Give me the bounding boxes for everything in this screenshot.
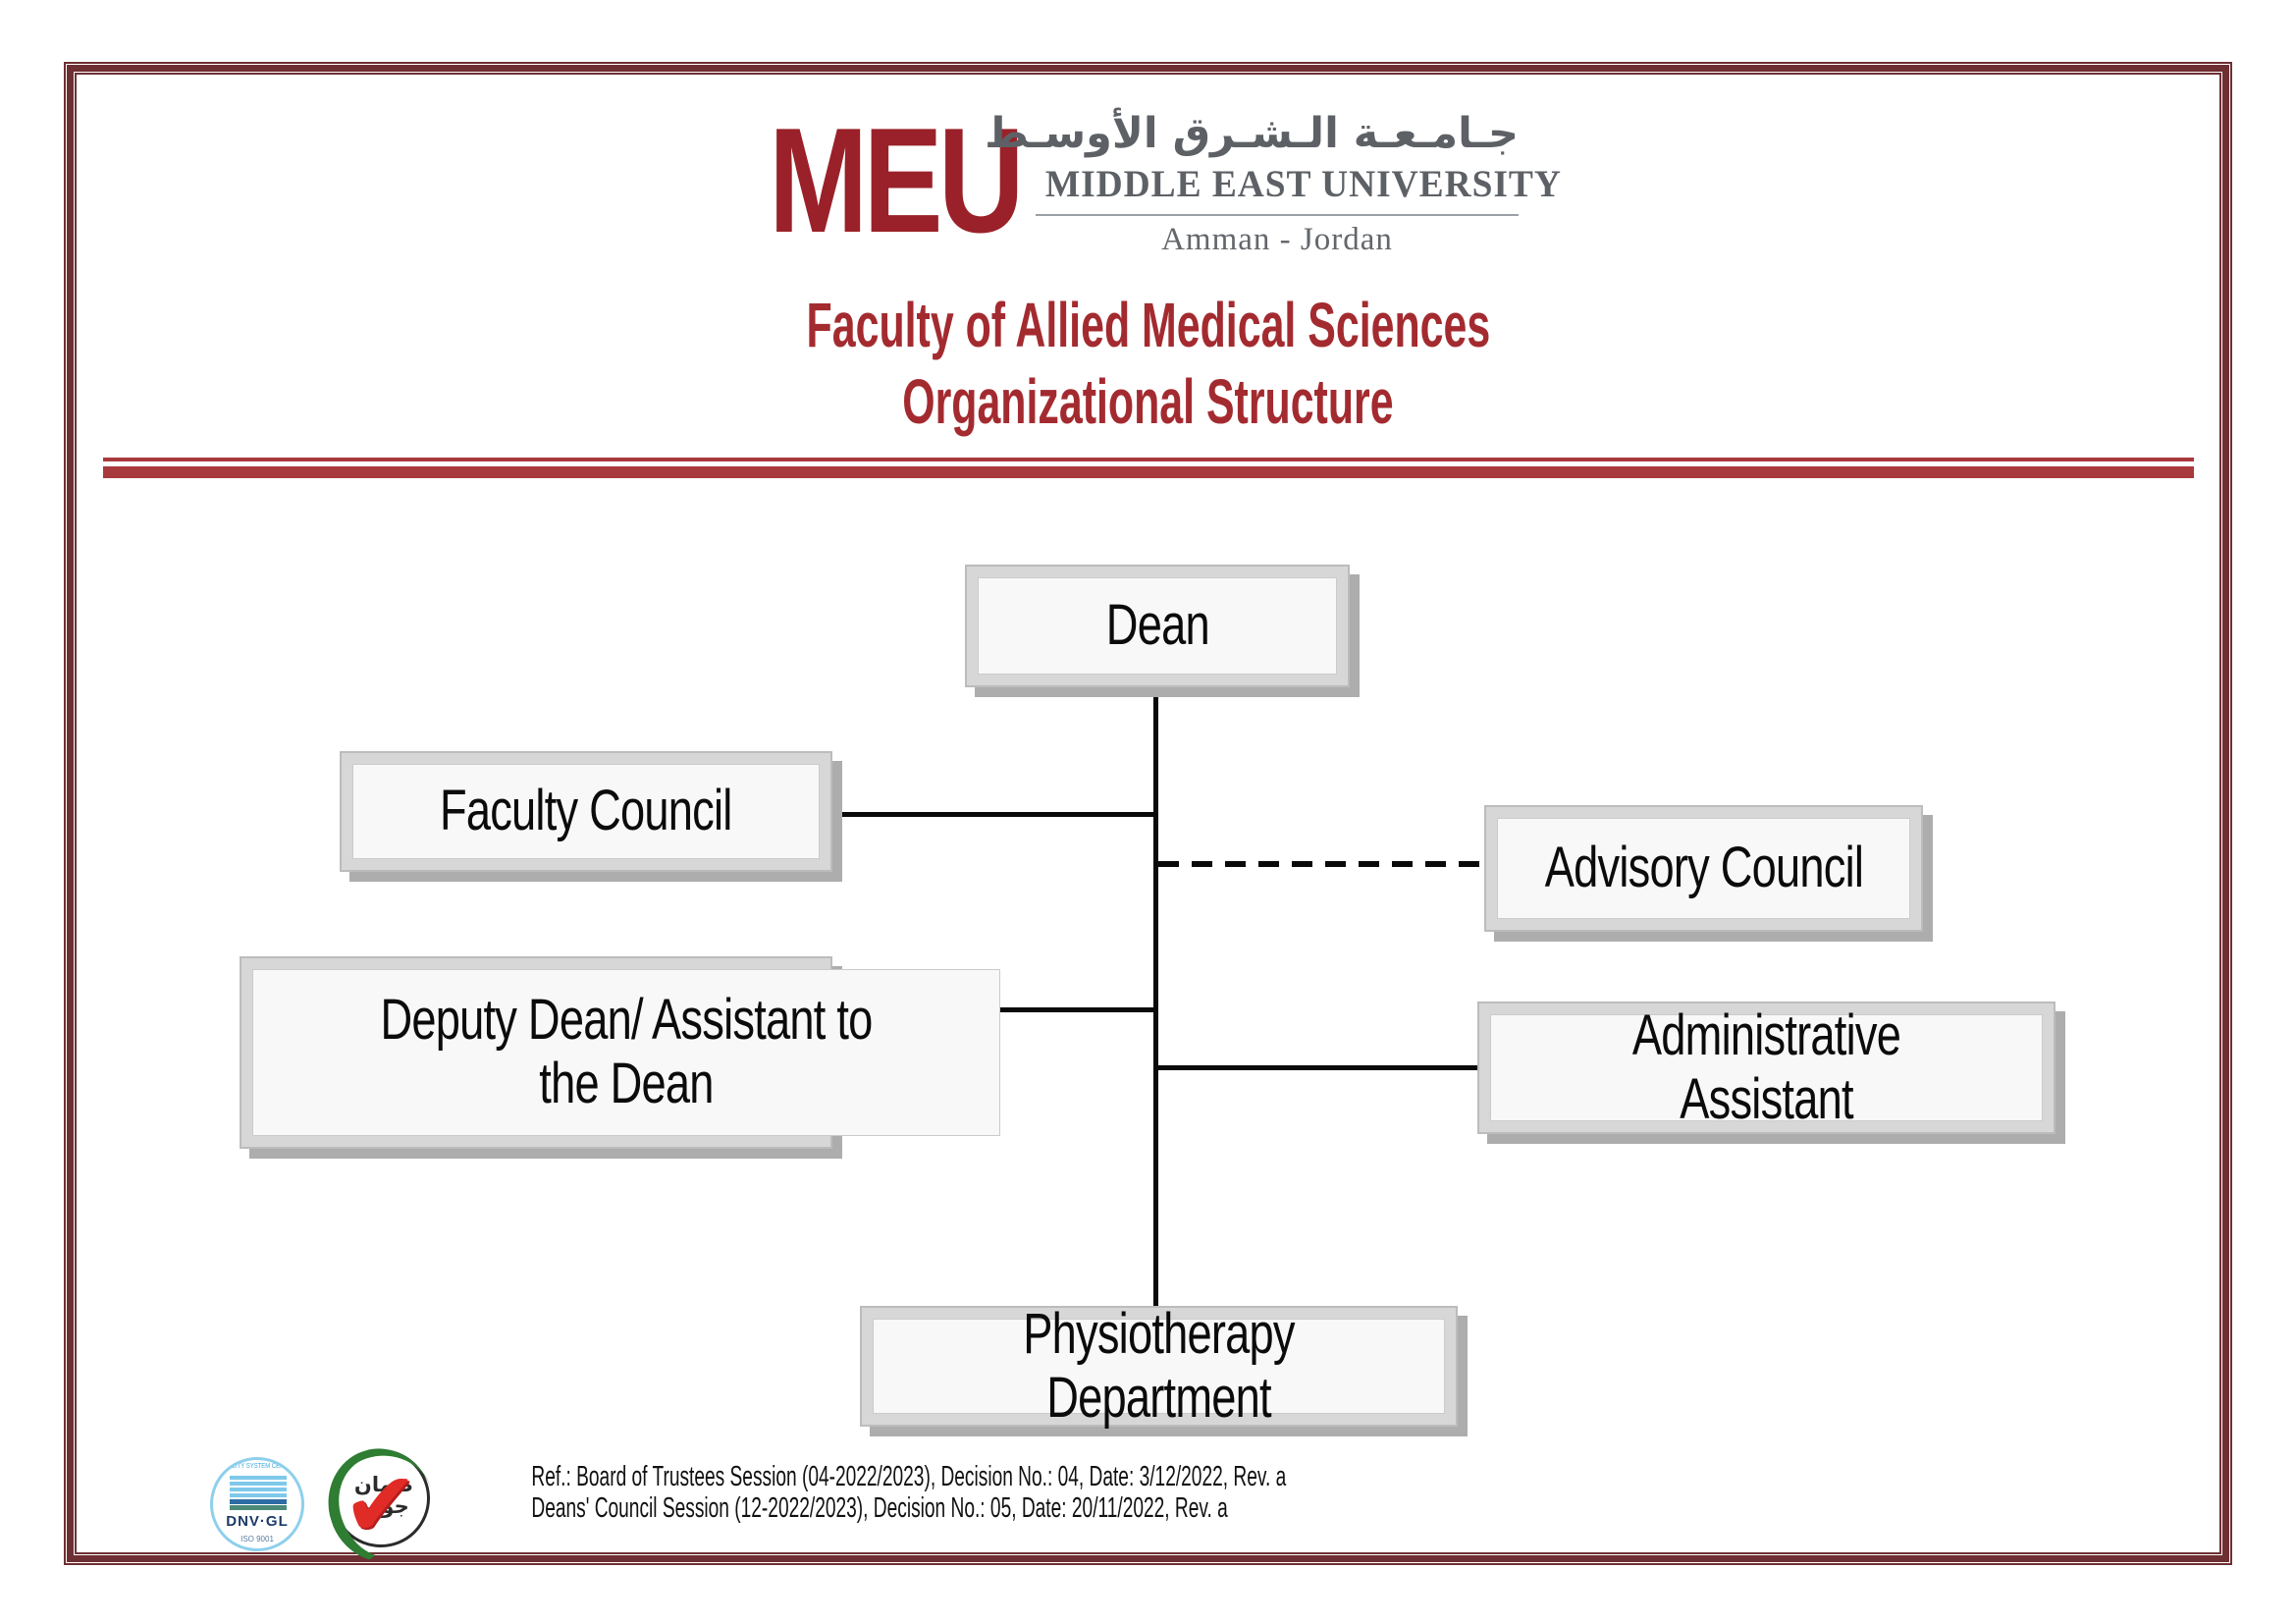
quality-mark-arabic-text: ضمان جودة [353, 1473, 414, 1519]
university-arabic-name: جـامـعـة الـشـرق الأوسـط [985, 109, 1519, 158]
org-node-dean-label: Dean [1105, 593, 1209, 658]
org-node-advisory-council-label: Advisory Council [1544, 836, 1863, 900]
university-logo-text: جـامـعـة الـشـرق الأوسـط MIDDLE EAST UNI… [985, 109, 1562, 258]
dnvgl-logo: QUALITY SYSTEM CERTIFICATION DNV·GL ISO … [210, 1457, 304, 1551]
page-frame [64, 62, 2232, 1565]
reference-line1: Ref.: Board of Trustees Session (04-2022… [531, 1461, 1287, 1492]
dnvgl-label: DNV·GL [226, 1513, 289, 1530]
connector-advisory-council-dashed [1158, 861, 1484, 867]
org-node-advisory-council: Advisory Council [1484, 805, 1923, 932]
university-name: MIDDLE EAST UNIVERSITY [1044, 163, 1562, 206]
page-title-line1: Faculty of Allied Medical Sciences [806, 290, 1490, 360]
org-node-dean: Dean [965, 565, 1350, 687]
org-node-administrative-assistant-label: Administrative Assistant [1631, 1002, 1901, 1131]
meu-logo: MEU [769, 97, 1025, 264]
dnvgl-stripes-icon [230, 1476, 287, 1497]
checkmark-icon: ✔ [343, 1452, 419, 1557]
connector-administrative-assistant [1158, 1065, 1478, 1070]
org-node-faculty-council: Faculty Council [340, 751, 832, 872]
dnvgl-arc-text: QUALITY SYSTEM CERTIFICATION [219, 1463, 302, 1470]
org-node-physiotherapy-department: Physiotherapy Department [860, 1302, 1458, 1429]
org-node-physiotherapy-department-label: Physiotherapy Department [1023, 1301, 1295, 1430]
title-divider [103, 458, 2194, 478]
reference-note: Ref.: Board of Trustees Session (04-2022… [378, 1461, 1287, 1525]
org-node-administrative-assistant: Administrative Assistant [1477, 1001, 2056, 1134]
org-node-faculty-council-label: Faculty Council [440, 779, 732, 843]
page-title-line2: Organizational Structure [902, 366, 1394, 438]
org-node-deputy-dean: Deputy Dean/ Assistant to the Dean [240, 956, 1000, 1149]
connector-dean-vertical [1153, 687, 1158, 1308]
quality-mark-logo: ضمان جودة ✔ [313, 1435, 450, 1576]
reference-line2: Deans' Council Session (12-2022/2023), D… [531, 1492, 1228, 1525]
dnvgl-iso-label: ISO 9001 [240, 1535, 274, 1543]
org-node-deputy-dean-label: Deputy Dean/ Assistant to the Dean [380, 988, 873, 1115]
page-title: Faculty of Allied Medical Sciences Organ… [0, 287, 2296, 440]
connector-faculty-council [832, 812, 1156, 817]
logo-divider-line [1036, 214, 1519, 217]
university-location: Amman - Jordan [1161, 222, 1393, 258]
